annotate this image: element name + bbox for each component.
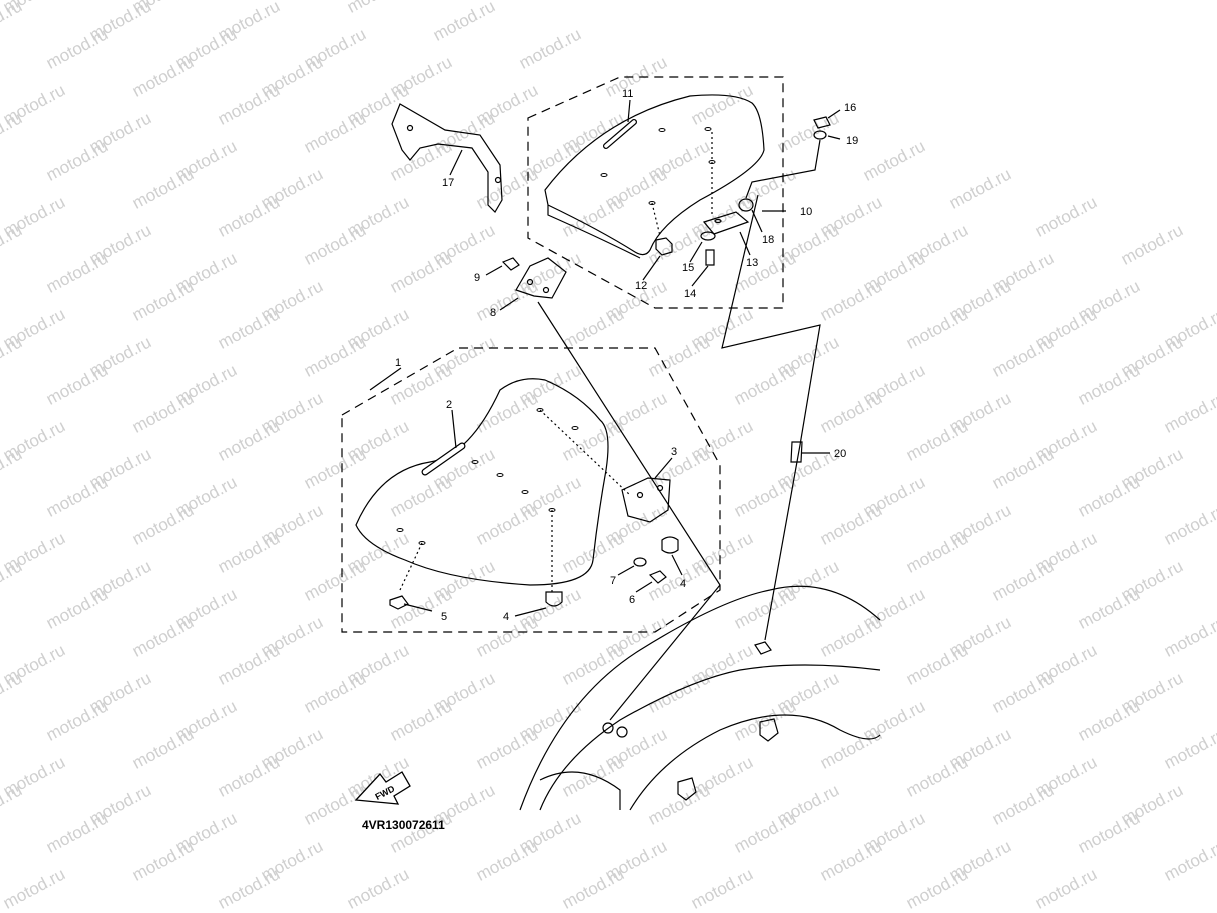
bolt-9	[501, 257, 520, 271]
callout-14: 14	[684, 288, 696, 300]
nut-16	[813, 116, 831, 129]
callout-1: 1	[395, 357, 401, 369]
callout-3: 3	[671, 446, 677, 458]
callout-4b: 4	[680, 578, 686, 590]
front-seat-group-box	[341, 347, 721, 633]
front-bracket-8	[515, 257, 567, 299]
front-bracket-3	[621, 477, 671, 523]
grommet-4	[545, 591, 563, 607]
callout-5: 5	[441, 611, 447, 623]
callout-4a: 4	[503, 611, 509, 623]
fwd-arrow-icon: FWD	[354, 771, 411, 805]
cable-20	[721, 194, 821, 641]
callout-9: 9	[474, 272, 480, 284]
callout-13: 13	[746, 257, 758, 269]
callout-6: 6	[629, 594, 635, 606]
grommet-18	[738, 198, 754, 212]
callout-20: 20	[834, 448, 846, 460]
callout-16: 16	[844, 102, 856, 114]
callout-11: 11	[622, 88, 633, 100]
grab-bar	[391, 103, 503, 213]
callout-2: 2	[446, 399, 452, 411]
callout-19: 19	[846, 135, 858, 147]
grommet-4-b	[661, 536, 679, 554]
callout-18: 18	[762, 234, 774, 246]
callout-10: 10	[800, 206, 812, 218]
callout-8: 8	[490, 307, 496, 319]
rear-bracket-13	[702, 211, 750, 235]
frame-slot-2	[677, 777, 697, 801]
washer-19	[813, 130, 827, 140]
rear-seat-group-box	[527, 76, 784, 309]
washer-7	[633, 557, 647, 567]
bolt-6	[648, 570, 667, 584]
washer-15	[700, 231, 716, 241]
rear-seat-nut-12	[655, 237, 673, 256]
frame-slot-1	[759, 718, 779, 742]
callout-12: 12	[635, 280, 647, 292]
part-code: 4VR130072611	[362, 818, 445, 832]
callout-7: 7	[610, 575, 616, 587]
rear-seat	[544, 94, 765, 256]
nut-5	[389, 595, 409, 610]
frame-outline	[519, 585, 881, 811]
bolt-14	[705, 249, 715, 266]
front-seat	[355, 378, 609, 586]
callout-15: 15	[682, 262, 694, 274]
callout-17: 17	[442, 177, 454, 189]
